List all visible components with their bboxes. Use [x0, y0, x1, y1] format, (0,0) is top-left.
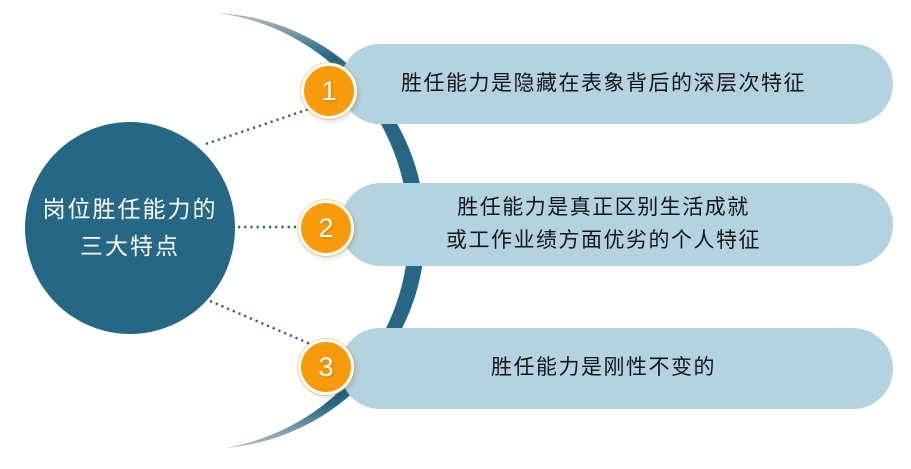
number-badge-1: 1 — [301, 63, 357, 119]
feature-box-1-text: 胜任能力是隐藏在表象背后的深层次特征 — [401, 71, 806, 95]
main-topic-line1: 岗位胜任能力的 — [42, 195, 218, 222]
number-badge-1-label: 1 — [321, 75, 337, 106]
number-badge-3: 3 — [298, 339, 354, 395]
dotted-connector-3 — [209, 299, 316, 348]
number-badge-2: 2 — [298, 200, 354, 256]
feature-box-2: 胜任能力是真正区别生活成就 或工作业绩方面优劣的个人特征 — [340, 183, 893, 266]
number-badge-2-label: 2 — [318, 212, 334, 243]
feature-box-1: 胜任能力是隐藏在表象背后的深层次特征 — [340, 44, 893, 124]
feature-box-2-text: 胜任能力是真正区别生活成就 — [457, 195, 750, 219]
main-topic-line2: 三大特点 — [80, 233, 180, 259]
number-badge-3-label: 3 — [318, 351, 334, 382]
feature-box-3-text: 胜任能力是刚性不变的 — [491, 356, 716, 380]
main-topic-circle: 岗位胜任能力的 三大特点 — [25, 122, 235, 334]
feature-box-2-text-line2: 或工作业绩方面优劣的个人特征 — [446, 228, 761, 252]
dotted-connector-1 — [205, 104, 319, 146]
feature-box-3: 胜任能力是刚性不变的 — [340, 328, 893, 409]
